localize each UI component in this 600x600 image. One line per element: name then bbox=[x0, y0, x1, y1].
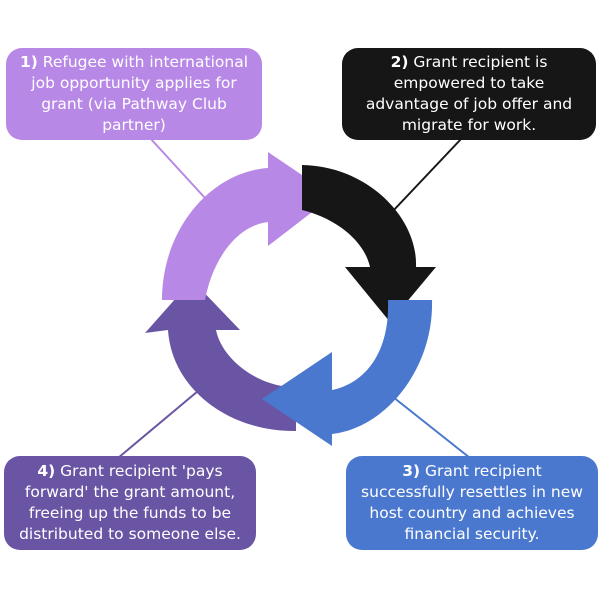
cycle-arrow-2 bbox=[302, 165, 436, 322]
cycle-arrow-3 bbox=[262, 300, 433, 446]
step-3-description: Grant recipient successfully resettles i… bbox=[361, 462, 583, 543]
step-2-box: 2) Grant recipient is empowered to take … bbox=[342, 48, 596, 140]
step-4-text: 4) Grant recipient 'pays forward' the gr… bbox=[12, 461, 248, 545]
step-1-description: Refugee with international job opportuni… bbox=[31, 53, 248, 134]
cycle-arrow-4 bbox=[145, 280, 296, 432]
step-2-text: 2) Grant recipient is empowered to take … bbox=[350, 52, 588, 136]
step-1-number: 1) bbox=[19, 53, 38, 71]
step-1-text: 1) Refugee with international job opport… bbox=[14, 52, 254, 136]
connector-line-4 bbox=[117, 390, 199, 459]
step-3-number: 3) bbox=[402, 462, 421, 480]
step-2-number: 2) bbox=[390, 53, 409, 71]
step-3-box: 3) Grant recipient successfully resettle… bbox=[346, 456, 598, 550]
step-4-description: Grant recipient 'pays forward' the grant… bbox=[19, 462, 241, 543]
step-4-number: 4) bbox=[37, 462, 56, 480]
step-4-box: 4) Grant recipient 'pays forward' the gr… bbox=[4, 456, 256, 550]
step-3-text: 3) Grant recipient successfully resettle… bbox=[354, 461, 590, 545]
cycle-arrow-1 bbox=[162, 152, 333, 300]
step-1-box: 1) Refugee with international job opport… bbox=[6, 48, 262, 140]
step-2-description: Grant recipient is empowered to take adv… bbox=[365, 53, 573, 134]
connector-line-3 bbox=[387, 392, 471, 459]
connector-line-2 bbox=[391, 137, 463, 213]
connector-line-1 bbox=[149, 137, 206, 199]
